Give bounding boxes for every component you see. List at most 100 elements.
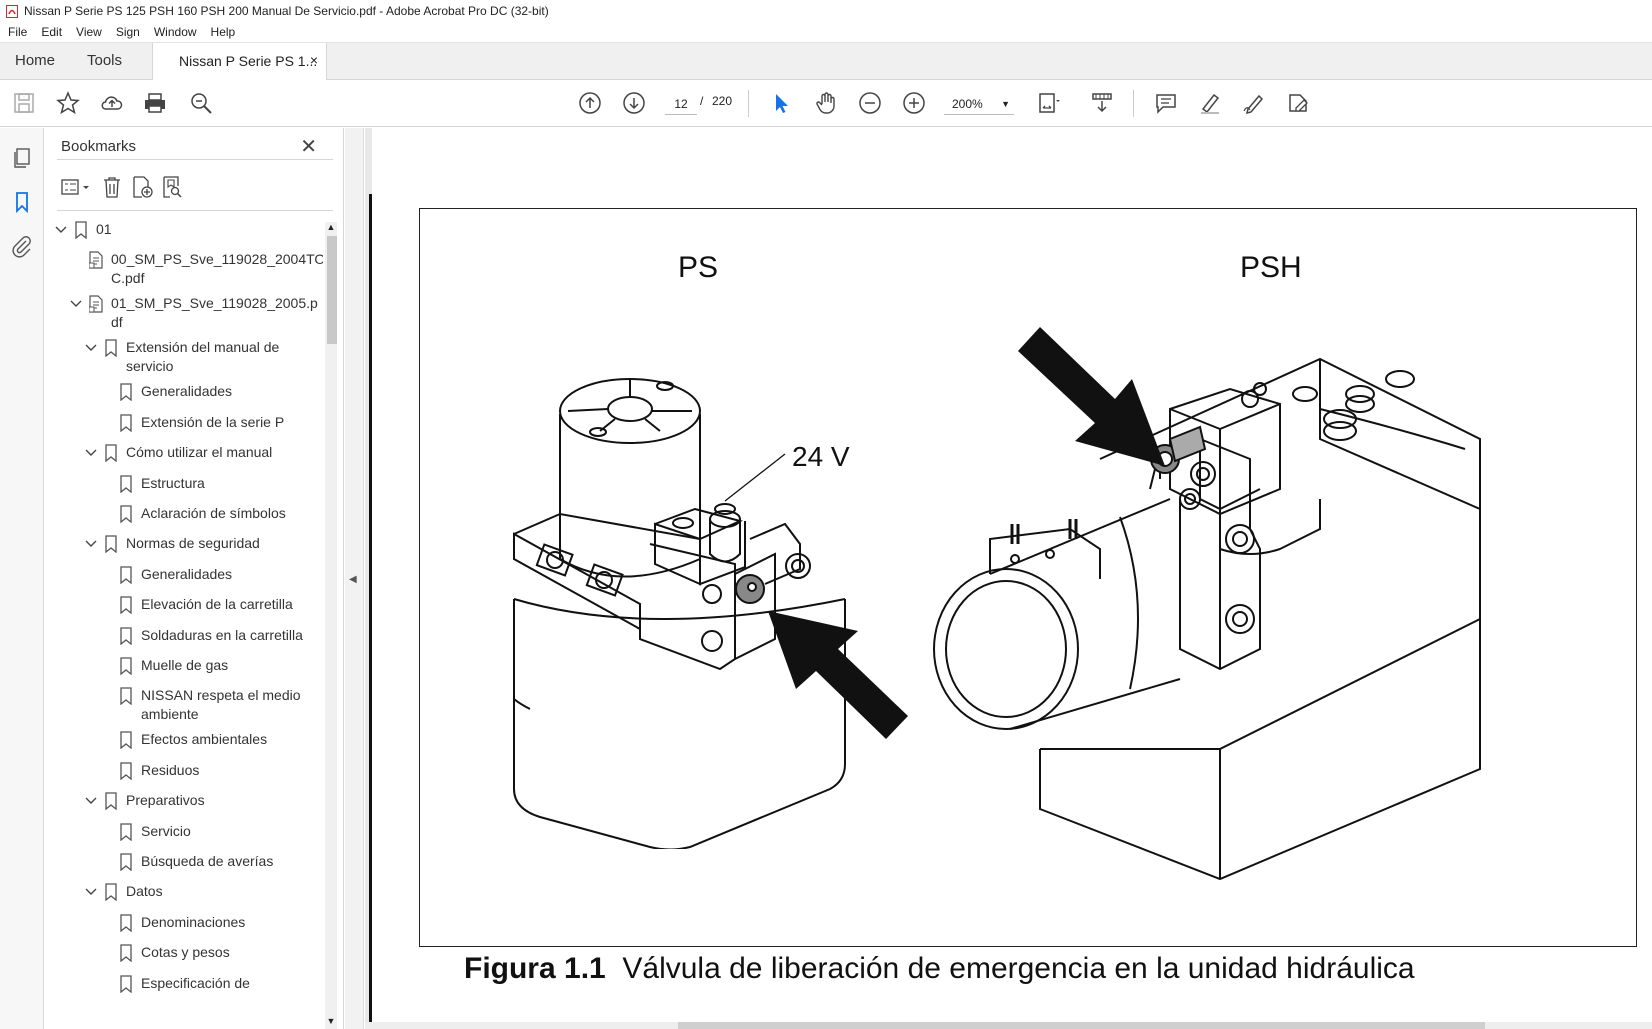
bookmark-item[interactable]: Elevación de la carretilla xyxy=(45,595,323,617)
menu-sign[interactable]: Sign xyxy=(115,25,140,39)
scrollbar-thumb[interactable] xyxy=(678,1022,1485,1029)
document-horizontal-scrollbar[interactable] xyxy=(365,1022,1652,1029)
close-panel-icon[interactable]: ✕ xyxy=(300,136,317,158)
menu-bar: File Edit View Sign Window Help xyxy=(0,22,1652,43)
document-viewport[interactable]: PS PSH 24 V xyxy=(365,128,1652,1029)
print-icon[interactable] xyxy=(141,89,169,117)
comment-icon[interactable] xyxy=(1152,89,1180,117)
bookmark-icon xyxy=(120,626,132,645)
menu-edit[interactable]: Edit xyxy=(41,25,63,39)
scroll-down-icon[interactable]: ▼ xyxy=(326,1016,336,1026)
tab-home[interactable]: Home xyxy=(15,52,56,69)
bookmarks-title: Bookmarks xyxy=(61,138,137,155)
bookmark-item[interactable]: Especificación de xyxy=(45,974,323,996)
bookmark-item[interactable]: Datos xyxy=(45,882,323,904)
tab-tools[interactable]: Tools xyxy=(87,52,123,69)
zoom-select[interactable]: 200% ▼ xyxy=(944,93,1014,115)
star-icon[interactable] xyxy=(54,89,82,117)
page-up-icon[interactable] xyxy=(576,89,604,117)
caption-text: Válvula de liberación de emergencia en l… xyxy=(622,952,1415,985)
window-title: Nissan P Serie PS 125 PSH 160 PSH 200 Ma… xyxy=(24,4,549,18)
hand-tool-icon[interactable] xyxy=(812,89,840,117)
zoom-in-icon[interactable] xyxy=(900,89,928,117)
bookmark-item[interactable]: Muelle de gas xyxy=(45,656,323,678)
close-tab-icon[interactable]: × xyxy=(309,52,318,68)
tab-bar: Home Tools Nissan P Serie PS 1... × xyxy=(0,43,1652,80)
tab-document[interactable]: Nissan P Serie PS 1... × xyxy=(152,43,327,80)
bookmark-search-icon[interactable] xyxy=(159,174,185,200)
chevron-down-icon[interactable] xyxy=(85,447,97,459)
chevron-down-icon[interactable] xyxy=(55,224,67,236)
bookmark-item[interactable]: Denominaciones xyxy=(45,913,323,935)
chevron-down-icon[interactable] xyxy=(85,795,97,807)
search-zoom-icon[interactable] xyxy=(187,89,215,117)
page-total: 220 xyxy=(711,94,733,108)
share-edit-icon[interactable] xyxy=(1284,89,1312,117)
bookmark-icon xyxy=(120,762,132,780)
divider xyxy=(57,210,333,211)
zoom-out-icon[interactable] xyxy=(856,89,884,117)
new-bookmark-icon[interactable] xyxy=(129,174,155,200)
bookmark-item[interactable]: Servicio xyxy=(45,822,323,844)
bookmark-item[interactable]: Búsqueda de averías xyxy=(45,852,323,874)
select-arrow-icon[interactable] xyxy=(767,89,795,117)
scrollbar-thumb[interactable] xyxy=(327,236,337,344)
bookmark-options-icon[interactable] xyxy=(59,174,95,200)
bookmark-icon xyxy=(120,505,132,523)
page-separator: / xyxy=(700,94,704,108)
menu-help[interactable]: Help xyxy=(210,25,236,39)
delete-bookmark-icon[interactable] xyxy=(99,174,125,200)
menu-view[interactable]: View xyxy=(76,25,102,39)
bookmark-item[interactable]: 01 xyxy=(45,220,323,242)
bookmark-item[interactable]: Generalidades xyxy=(45,382,323,404)
fit-page-icon[interactable] xyxy=(1034,89,1062,117)
bookmark-label: Extensión de la serie P xyxy=(141,413,285,430)
bookmark-icon xyxy=(105,444,117,463)
bookmark-item[interactable]: Preparativos xyxy=(45,791,323,813)
menu-file[interactable]: File xyxy=(8,25,28,39)
page-down-icon[interactable] xyxy=(620,89,648,117)
highlight-pen-icon[interactable] xyxy=(1196,89,1224,117)
sign-pen-icon[interactable] xyxy=(1240,89,1268,117)
bookmark-label: Generalidades xyxy=(141,565,233,582)
bookmark-label: Generalidades xyxy=(141,383,233,400)
bookmark-item[interactable]: Extensión de la serie P xyxy=(45,413,323,435)
bookmark-label: Denominaciones xyxy=(141,913,246,930)
bookmarks-panel-icon[interactable] xyxy=(10,190,34,214)
title-bar: Nissan P Serie PS 125 PSH 160 PSH 200 Ma… xyxy=(0,0,1652,22)
chevron-down-icon[interactable] xyxy=(85,538,97,550)
bookmark-label: Residuos xyxy=(141,761,200,778)
chevron-down-icon[interactable] xyxy=(70,298,82,310)
panel-collapse-handle[interactable]: ◀ xyxy=(345,128,364,1029)
bookmark-item[interactable]: Normas de seguridad xyxy=(45,534,323,556)
bookmark-label: Extensión del manual de xyxy=(126,339,280,356)
bookmark-item[interactable]: Cómo utilizar el manual xyxy=(45,443,323,465)
save-icon[interactable] xyxy=(10,89,38,117)
chevron-down-icon[interactable] xyxy=(85,342,97,354)
bookmark-item[interactable]: Estructura xyxy=(45,474,323,496)
bookmark-label-continued: ambiente xyxy=(141,706,199,723)
attachments-icon[interactable] xyxy=(10,234,34,258)
scroll-mode-icon[interactable] xyxy=(1088,89,1116,117)
bookmarks-scrollbar[interactable] xyxy=(325,222,337,1029)
cloud-upload-icon[interactable] xyxy=(98,89,126,117)
bookmark-item[interactable]: Cotas y pesos xyxy=(45,943,323,965)
bookmark-item[interactable]: Generalidades xyxy=(45,565,323,587)
bookmark-item[interactable]: Aclaración de símbolos xyxy=(45,504,323,526)
chevron-down-icon[interactable] xyxy=(85,886,97,898)
bookmark-item[interactable]: Efectos ambientales xyxy=(45,730,323,752)
left-navigation-rail xyxy=(0,128,44,1029)
bookmark-item[interactable]: Residuos xyxy=(45,761,323,783)
bookmark-icon xyxy=(75,221,87,239)
bookmark-item[interactable]: Soldaduras en la carretilla xyxy=(45,626,323,648)
menu-window[interactable]: Window xyxy=(153,25,197,39)
scroll-up-icon[interactable]: ▲ xyxy=(326,222,336,232)
bookmarks-toolbar xyxy=(59,172,185,202)
page-thumbnails-icon[interactable] xyxy=(10,146,34,170)
page-number-input[interactable]: 12 xyxy=(665,93,697,115)
